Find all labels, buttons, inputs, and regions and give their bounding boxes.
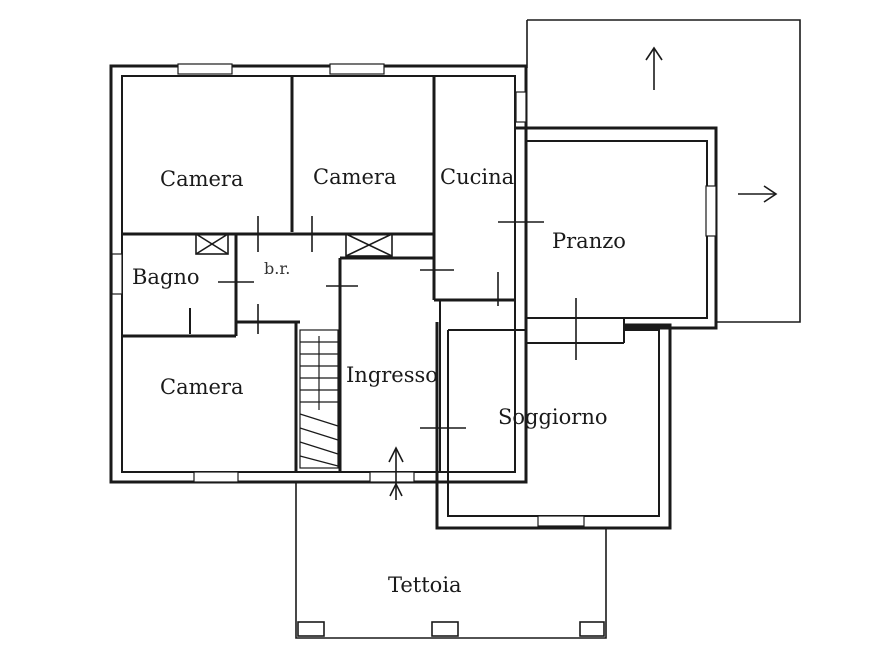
window-cucina (515, 91, 527, 123)
terrace-outline (526, 19, 801, 323)
pillar-middle (431, 621, 459, 637)
window-soggiorno (537, 515, 585, 527)
room-label-camera-top-left: Camera (160, 167, 244, 191)
tettoia-outline (295, 482, 607, 639)
room-label-tettoia: Tettoia (388, 573, 462, 597)
soggiorno-walls (435, 322, 672, 530)
room-label-bagno: Bagno (132, 265, 200, 289)
room-label-soggiorno: Soggiorno (498, 405, 607, 429)
window-ingresso (369, 471, 415, 483)
door-markers (218, 216, 577, 429)
window-top-left (177, 63, 233, 75)
arrow-right-icon (738, 185, 778, 203)
arrow-up-icon (645, 46, 663, 90)
room-label-pranzo: Pranzo (552, 229, 626, 253)
room-label-cucina: Cucina (440, 165, 514, 189)
pillar-left (297, 621, 325, 637)
room-label-camera-bottom-left: Camera (160, 375, 244, 399)
entrance-arrow-icon (388, 446, 404, 500)
windows (111, 63, 717, 527)
staircase (299, 329, 339, 469)
window-top-middle (329, 63, 385, 75)
shafts (195, 233, 393, 257)
room-label-ingresso: Ingresso (346, 363, 438, 387)
window-pranzo (705, 185, 717, 237)
room-label-wc: b.r. (264, 259, 290, 278)
pillar-right (579, 621, 605, 637)
window-bottom-left (193, 471, 239, 483)
room-label-camera-top-middle: Camera (313, 165, 397, 189)
window-bagno (111, 253, 123, 295)
